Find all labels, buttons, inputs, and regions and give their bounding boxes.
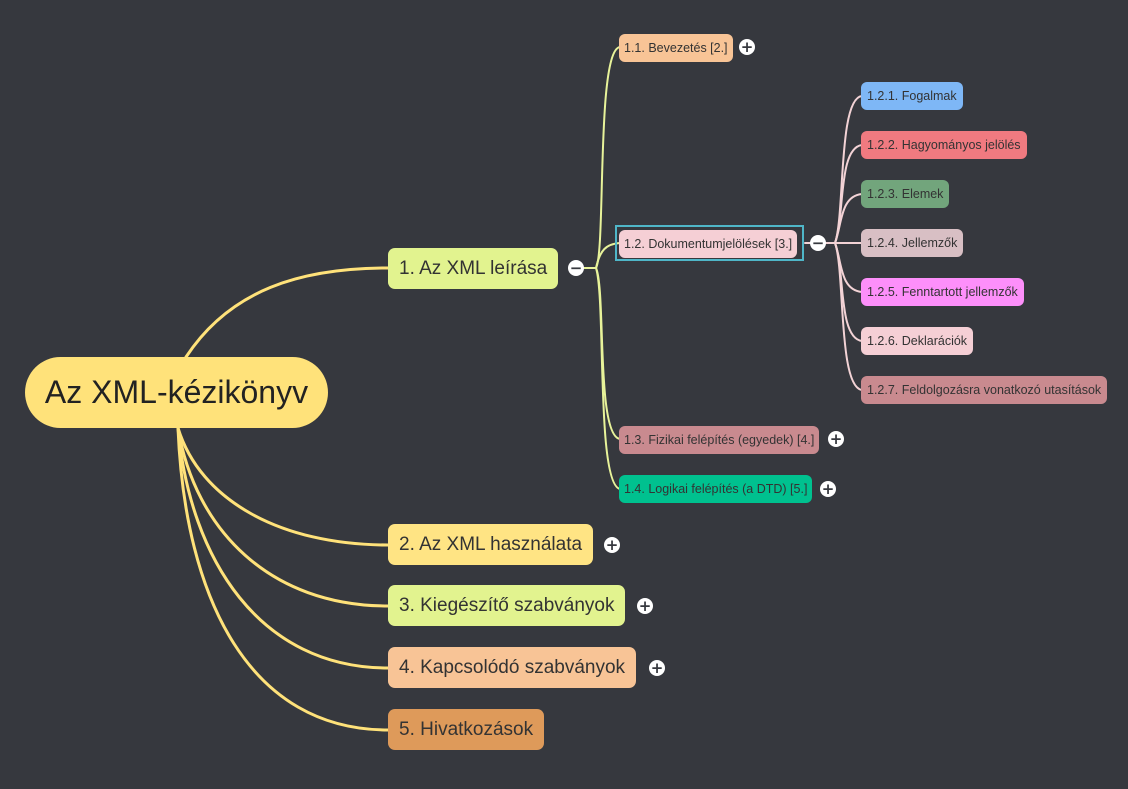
subsubtopic-attributes[interactable]: 1.2.4. Jellemzők — [861, 229, 964, 257]
subsubtopic-traditional-markup[interactable]: 1.2.2. Hagyományos jelölés — [861, 131, 1027, 159]
central-topic[interactable]: Az XML-kézikönyv — [25, 357, 328, 428]
expand-toggle-icon[interactable]: + — [604, 536, 620, 554]
subtopic-document-markup[interactable]: 1.2. Dokumentumjelölések [3.] — [619, 230, 798, 258]
collapse-toggle-icon[interactable]: − — [810, 234, 826, 252]
subtopic-physical-structure[interactable]: 1.3. Fizikai felépítés (egyedek) [4.] — [619, 426, 820, 454]
branch-xml-usage[interactable]: 2. Az XML használata — [388, 524, 594, 565]
expand-toggle-icon[interactable]: + — [739, 38, 755, 56]
subsubtopic-reserved-attributes[interactable]: 1.2.5. Fenntartott jellemzők — [861, 278, 1024, 306]
subsubtopic-elements[interactable]: 1.2.3. Elemek — [861, 180, 950, 208]
collapse-toggle-icon[interactable]: − — [568, 259, 584, 277]
expand-toggle-icon[interactable]: + — [820, 480, 836, 498]
branch-references[interactable]: 5. Hivatkozások — [388, 709, 545, 750]
subsubtopic-processing-instructions[interactable]: 1.2.7. Feldolgozásra vonatkozó utasításo… — [861, 376, 1108, 404]
subtopic-introduction[interactable]: 1.1. Bevezetés [2.] — [619, 34, 733, 62]
expand-toggle-icon[interactable]: + — [828, 430, 844, 448]
expand-toggle-icon[interactable]: + — [649, 659, 665, 677]
branch-xml-description[interactable]: 1. Az XML leírása — [388, 248, 559, 289]
sub-connectors — [583, 46, 621, 490]
branch-related-standards[interactable]: 4. Kapcsolódó szabványok — [388, 647, 637, 688]
subsubtopic-concepts[interactable]: 1.2.1. Fogalmak — [861, 82, 963, 110]
branch-supplementary-standards[interactable]: 3. Kiegészítő szabványok — [388, 585, 626, 626]
expand-toggle-icon[interactable]: + — [637, 597, 653, 615]
subsubtopic-declarations[interactable]: 1.2.6. Deklarációk — [861, 327, 974, 355]
main-connectors — [176, 266, 390, 732]
selection-outline — [615, 225, 804, 261]
subtopic-logical-structure[interactable]: 1.4. Logikai felépítés (a DTD) [5.] — [619, 475, 813, 503]
